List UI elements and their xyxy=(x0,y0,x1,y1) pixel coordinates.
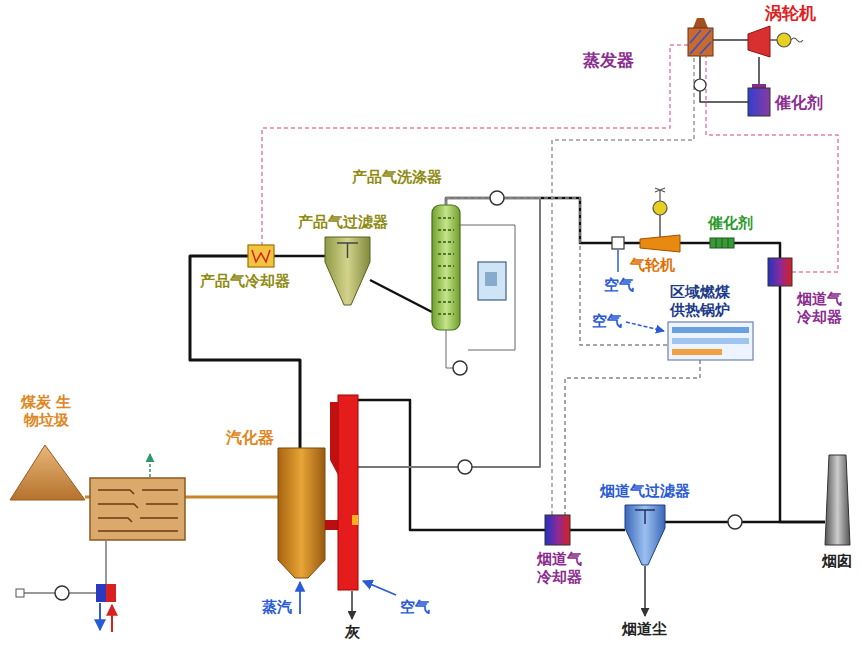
flue-gas-filter xyxy=(625,505,665,565)
stream-label: 烟道尘 xyxy=(622,620,667,638)
scrubber-column xyxy=(432,205,515,375)
pipe-line xyxy=(758,57,760,88)
combustor-riser xyxy=(330,395,358,590)
equipment-node: 涡轮机 xyxy=(748,26,770,57)
flue-gas-coolers xyxy=(545,258,792,545)
district-boiler xyxy=(668,322,753,360)
product-gas-filter xyxy=(325,237,370,305)
pipe-line xyxy=(446,198,640,243)
equipment-label: 产品气过滤器 xyxy=(298,213,388,231)
pipe-line xyxy=(665,521,825,524)
stream-label: 空气 xyxy=(604,276,634,294)
equipment-label: 蒸发器 xyxy=(583,50,634,70)
equipment-label: 催化剂 xyxy=(775,93,823,112)
equipment-node: 产品气冷却器 xyxy=(248,245,274,267)
stream-label: 灰 xyxy=(345,623,360,641)
equipment-node: 蒸发器 xyxy=(688,28,713,56)
equipment-label: 催化剂 xyxy=(708,214,753,232)
equipment-label: 产品气洗涤器 xyxy=(352,168,442,186)
dryer xyxy=(90,454,185,540)
equipment-node: 产品气过滤器 xyxy=(325,237,370,305)
gasifier xyxy=(278,395,338,578)
product-gas-cooler xyxy=(248,245,274,267)
pipe-line xyxy=(370,280,432,312)
pipe-line xyxy=(700,56,748,102)
equipment-label: 区域燃煤 供热锅炉 xyxy=(668,283,733,319)
stream-label: 空气 xyxy=(592,312,622,330)
pipe-line xyxy=(358,400,545,530)
equipment-label: 烟道气 冷却器 xyxy=(535,550,585,586)
dryer-heat-exchanger xyxy=(16,541,116,632)
pipe-line xyxy=(262,45,688,245)
pipe-line xyxy=(570,529,625,532)
equipment-node: 烟道气 冷却器 xyxy=(545,515,570,545)
stream-label: 空气 xyxy=(400,598,430,616)
fans xyxy=(458,79,742,529)
equipment-node: 催化剂 xyxy=(710,238,734,248)
equipment-label: 烟道气 冷却器 xyxy=(795,290,845,326)
equipment-label: 烟囱 xyxy=(822,552,852,570)
stream-arrows xyxy=(300,250,664,619)
equipment-node: 煤炭 生物垃圾 xyxy=(10,445,85,500)
equipment-label: 涡轮机 xyxy=(765,3,816,23)
pipe-line xyxy=(565,360,700,515)
equipment-node: 催化剂 xyxy=(748,88,770,116)
chimney xyxy=(825,455,850,545)
pipe-line xyxy=(680,242,710,245)
equipment-node: 烟囱 xyxy=(825,455,850,545)
equipment-label: 产品气冷却器 xyxy=(200,272,290,290)
equipment-node: 气轮机 xyxy=(640,235,680,252)
stream-label: 蒸汽 xyxy=(262,598,292,616)
equipment-label: 烟道气过滤器 xyxy=(600,482,690,500)
pipe-line xyxy=(190,256,300,395)
fuel-pile xyxy=(10,445,85,500)
equipment-node: 烟道气 冷却器 xyxy=(768,258,792,286)
equipment-node: 汽化器 xyxy=(278,395,358,590)
pipe-line xyxy=(734,243,780,258)
pipe-line xyxy=(358,198,540,467)
equipment-node: 产品气洗涤器 xyxy=(432,205,460,330)
equipment-label: 煤炭 生物垃圾 xyxy=(14,393,79,429)
gas-turbine xyxy=(612,188,680,252)
equipment-node: 烟道气过滤器 xyxy=(625,505,665,565)
pipe-line xyxy=(706,56,838,272)
equipment-node: 区域燃煤 供热锅炉 xyxy=(668,322,753,360)
equipment-label: 气轮机 xyxy=(630,256,675,274)
equipment-label: 汽化器 xyxy=(226,428,274,447)
pipe-line xyxy=(274,255,325,258)
pipe-line xyxy=(713,39,748,41)
catalyst-green xyxy=(710,238,734,248)
